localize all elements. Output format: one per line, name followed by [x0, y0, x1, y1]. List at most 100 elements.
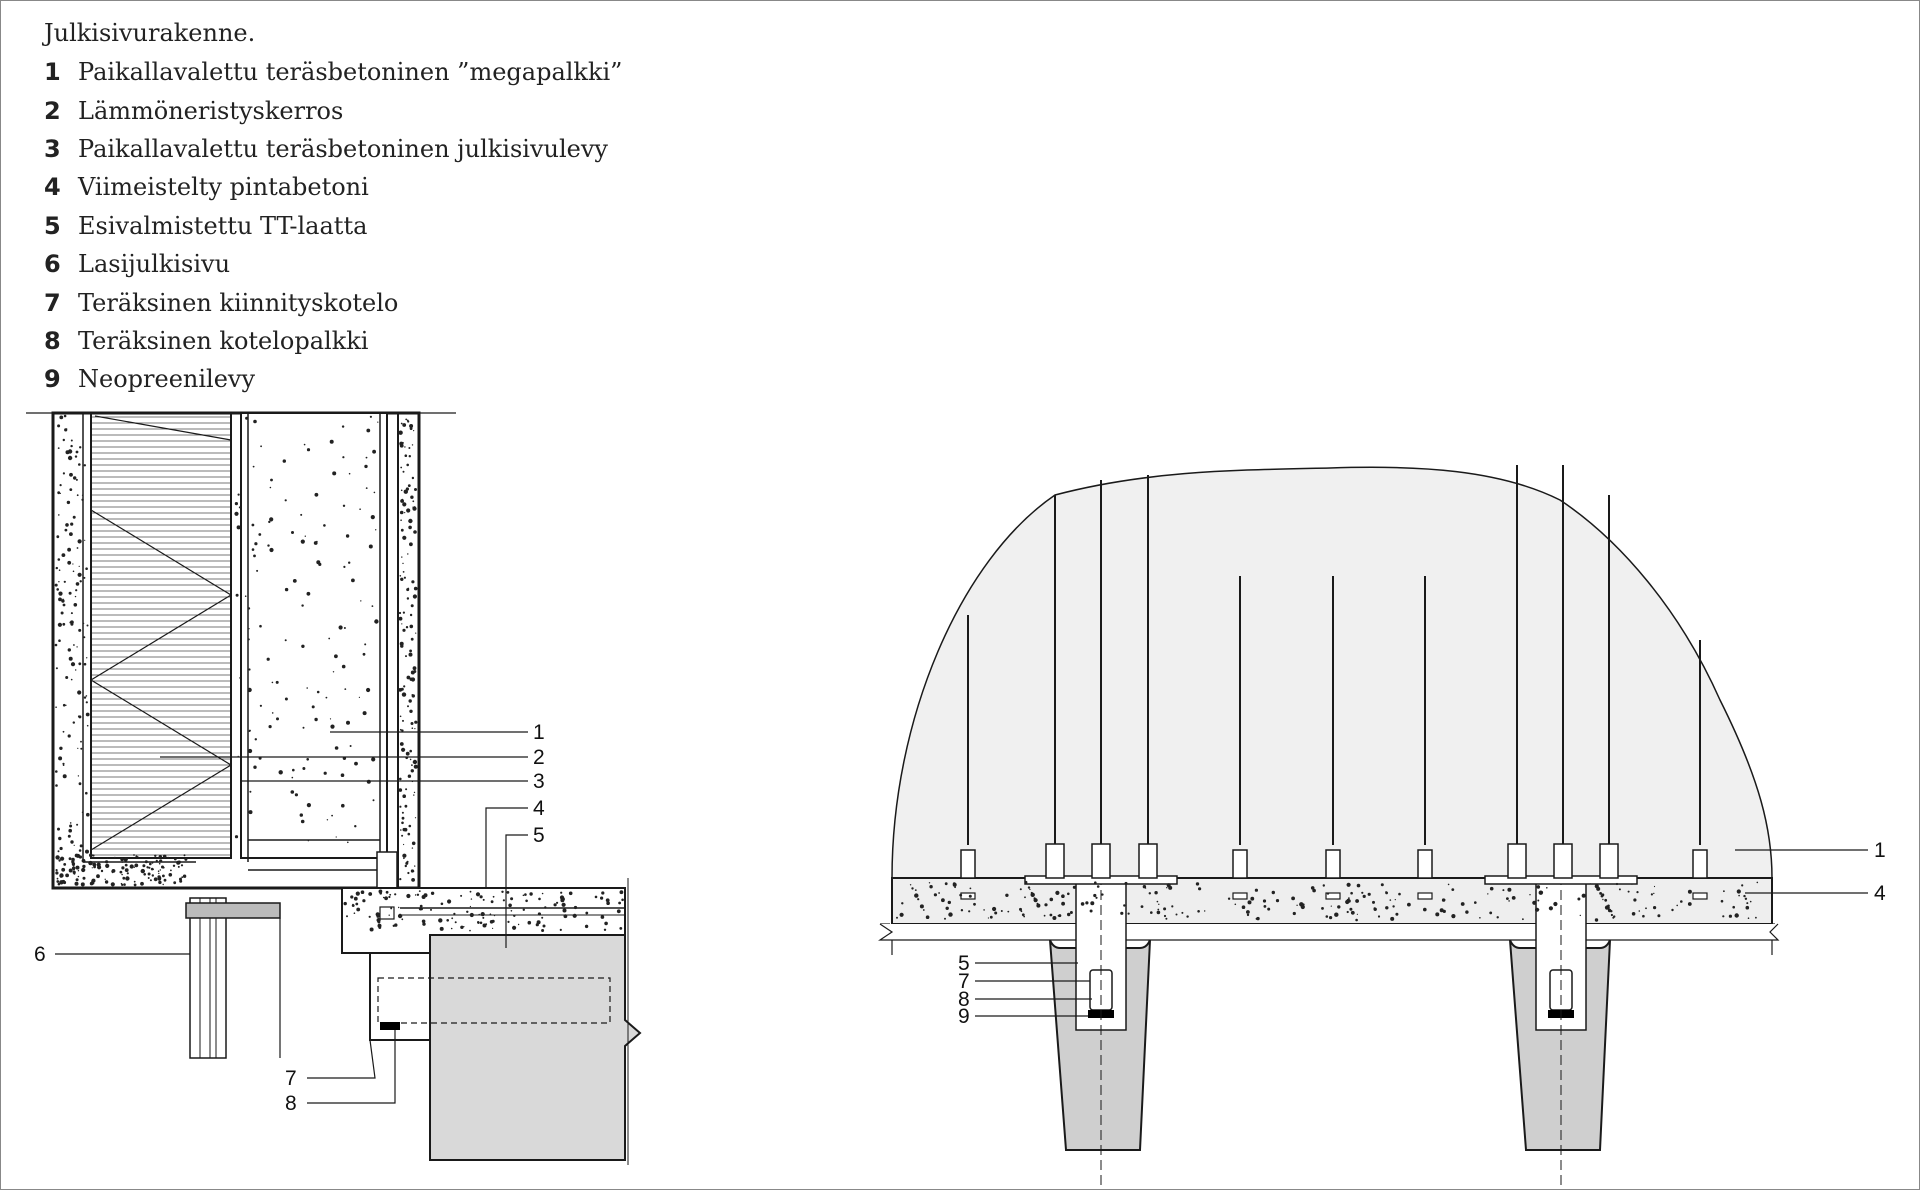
concrete-aggregate-right: [896, 880, 1759, 922]
aggregate-dot: [252, 465, 255, 468]
aggregate-dot: [1093, 893, 1097, 898]
aggregate-dot: [375, 529, 377, 531]
aggregate-dot: [439, 926, 444, 931]
aggregate-dot: [415, 632, 417, 634]
aggregate-dot: [1676, 904, 1678, 907]
aggregate-dot: [911, 887, 914, 890]
anchor-nut: [1417, 892, 1433, 900]
aggregate-dot: [353, 912, 356, 914]
aggregate-dot: [451, 917, 454, 920]
aggregate-dot: [1489, 886, 1494, 891]
aggregate-dot: [342, 504, 346, 507]
aggregate-dot: [544, 906, 547, 909]
aggregate-dot: [403, 857, 405, 860]
aggregate-dot: [1163, 914, 1167, 918]
anchor-coupler: [1417, 849, 1433, 879]
glass-facade-mullion: [189, 897, 227, 1059]
aggregate-dot: [65, 428, 68, 430]
left-label-8: 8: [285, 1092, 297, 1115]
aggregate-dot: [1156, 900, 1159, 903]
aggregate-dot: [399, 715, 402, 718]
aggregate-dot: [406, 508, 411, 513]
aggregate-dot: [88, 860, 93, 866]
aggregate-dot: [412, 666, 417, 671]
aggregate-dot: [1052, 916, 1057, 920]
aggregate-dot: [410, 869, 414, 873]
aggregate-dot: [140, 868, 145, 874]
aggregate-dot: [382, 896, 385, 899]
aggregate-dot: [413, 430, 415, 432]
aggregate-dot: [402, 502, 407, 507]
aggregate-dot: [983, 909, 985, 911]
aggregate-dot: [346, 915, 348, 918]
aggregate-dot: [62, 774, 67, 779]
aggregate-dot: [1329, 916, 1333, 920]
aggregate-dot: [1165, 917, 1168, 920]
aggregate-dot: [306, 448, 311, 452]
aggregate-dot: [65, 873, 69, 878]
aggregate-dot: [401, 918, 404, 921]
aggregate-dot: [70, 678, 73, 681]
aggregate-dot: [355, 891, 360, 896]
aggregate-dot: [158, 872, 160, 875]
aggregate-dot: [400, 519, 402, 521]
aggregate-dot: [1197, 910, 1200, 913]
aggregate-dot: [62, 622, 66, 626]
aggregate-dot: [438, 918, 443, 923]
aggregate-dot: [1537, 899, 1540, 902]
aggregate-dot: [1349, 907, 1353, 911]
aggregate-dot: [1000, 910, 1003, 912]
aggregate-dot: [1506, 897, 1509, 900]
aggregate-dot: [133, 866, 135, 868]
aggregate-dot: [78, 463, 81, 466]
aggregate-dot: [404, 446, 406, 448]
aggregate-dot: [56, 535, 60, 539]
aggregate-dot: [251, 523, 255, 527]
aggregate-dot: [85, 701, 88, 704]
legend-number: 2: [44, 96, 61, 125]
aggregate-dot: [1738, 894, 1740, 897]
aggregate-dot: [469, 905, 471, 908]
aggregate-dot: [409, 427, 413, 430]
aggregate-dot: [1227, 897, 1231, 900]
aggregate-dot: [1036, 903, 1041, 908]
aggregate-dot: [366, 779, 371, 784]
aggregate-dot: [541, 916, 544, 919]
aggregate-dot: [413, 791, 416, 794]
aggregate-dot: [347, 841, 349, 844]
aggregate-dot: [1746, 902, 1749, 905]
aggregate-dot: [1389, 899, 1392, 901]
aggregate-dot: [390, 907, 393, 910]
aggregate-dot: [1653, 885, 1656, 888]
aggregate-dot: [1330, 905, 1332, 907]
aggregate-dot: [541, 929, 545, 932]
aggregate-dot: [119, 870, 123, 874]
aggregate-dot: [121, 873, 123, 876]
aggregate-dot: [158, 862, 161, 865]
aggregate-dot: [407, 705, 409, 708]
aggregate-dot: [1302, 903, 1305, 906]
aggregate-dot: [403, 576, 406, 579]
aggregate-dot: [1346, 910, 1349, 914]
aggregate-dot: [61, 599, 65, 603]
aggregate-dot: [70, 662, 76, 667]
aggregate-dot: [58, 591, 63, 596]
aggregate-dot: [1326, 892, 1330, 895]
aggregate-dot: [302, 767, 306, 770]
aggregate-dot: [341, 664, 346, 669]
aggregate-dot: [77, 690, 82, 695]
legend-number: 8: [44, 326, 61, 355]
aggregate-dot: [323, 771, 327, 775]
aggregate-dot: [388, 895, 391, 899]
aggregate-dot: [54, 583, 58, 587]
aggregate-dot: [403, 685, 406, 688]
right-leader-lines: [975, 849, 1868, 1017]
aggregate-dot: [401, 729, 404, 732]
aggregate-dot: [356, 907, 361, 912]
aggregate-dot: [1607, 908, 1612, 913]
aggregate-dot: [1156, 910, 1161, 915]
aggregate-dot: [414, 817, 417, 819]
aggregate-dot: [75, 478, 78, 481]
aggregate-dot: [349, 745, 352, 747]
